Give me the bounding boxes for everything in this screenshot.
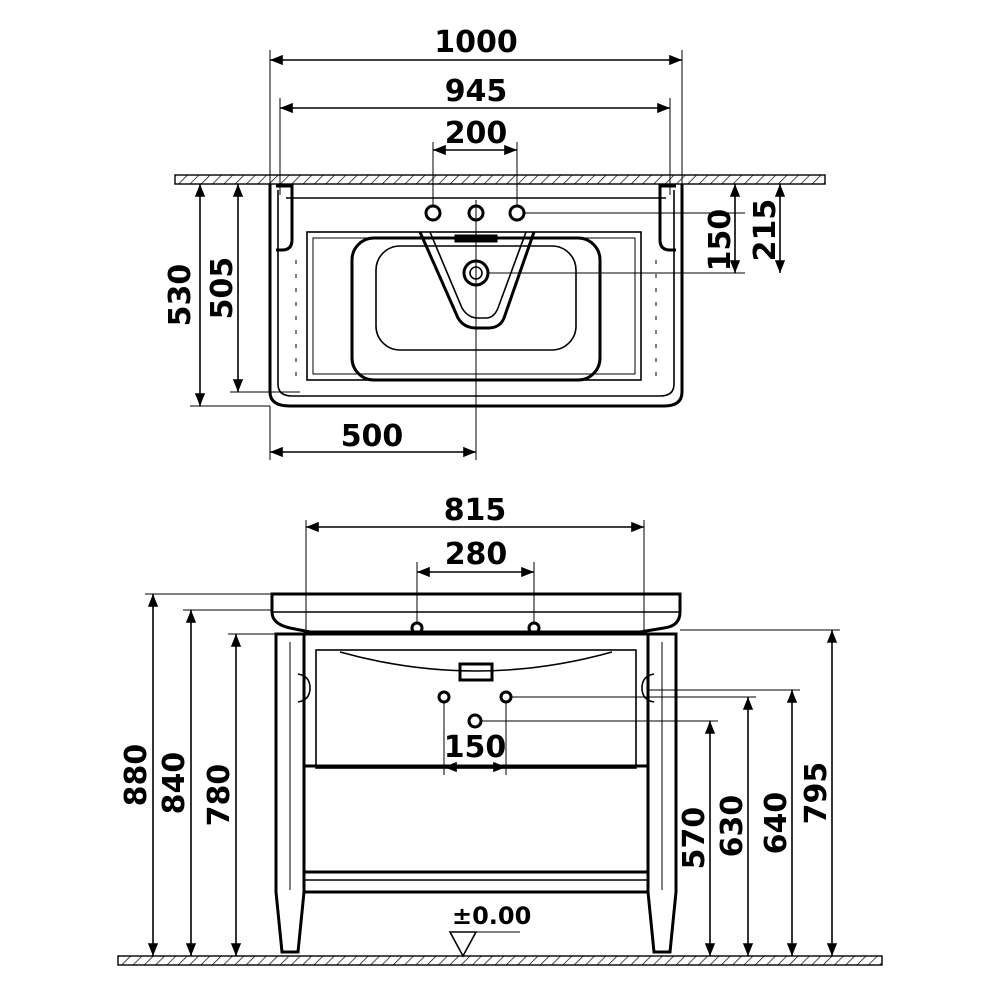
dim-500: 500 (341, 419, 404, 454)
dim-530: 530 (163, 264, 198, 327)
dim-570: 570 (677, 807, 712, 870)
front-leg-right (646, 632, 678, 954)
dim-880: 880 (119, 744, 154, 807)
top-view: 1000 945 200 530 505 500 150 215 (163, 25, 826, 460)
dim-945: 945 (445, 74, 508, 109)
dim-815: 815 (444, 493, 507, 528)
top-wall-hatch (174, 174, 826, 185)
front-floor-hatch (117, 955, 883, 966)
dim-150-front: 150 (444, 730, 507, 765)
dim-200: 200 (445, 116, 508, 151)
dim-505: 505 (205, 257, 240, 320)
dim-215: 215 (748, 199, 783, 262)
waste-hole-center-icon (467, 713, 483, 729)
dim-780: 780 (202, 764, 237, 827)
waste-hole-left-icon (437, 690, 451, 704)
dim-840: 840 (157, 752, 192, 815)
waste-hole-right-icon (499, 690, 513, 704)
tap-hole-right-icon (508, 204, 526, 222)
dim-150-top: 150 (703, 209, 738, 272)
dim-630: 630 (715, 795, 750, 858)
top-basin-outline (268, 184, 684, 408)
bracket-left-icon (410, 621, 424, 635)
floor-level-marker-icon (448, 931, 478, 958)
bracket-right-icon (527, 621, 541, 635)
tap-hole-left-icon (424, 204, 442, 222)
front-view: 815 280 150 880 840 780 570 630 640 (117, 493, 883, 966)
dim-795: 795 (799, 762, 834, 825)
dim-1000: 1000 (434, 25, 518, 60)
dim-280: 280 (445, 537, 508, 572)
floor-level-label: ±0.00 (452, 902, 531, 930)
dim-640: 640 (759, 792, 794, 855)
front-basin (270, 592, 682, 634)
